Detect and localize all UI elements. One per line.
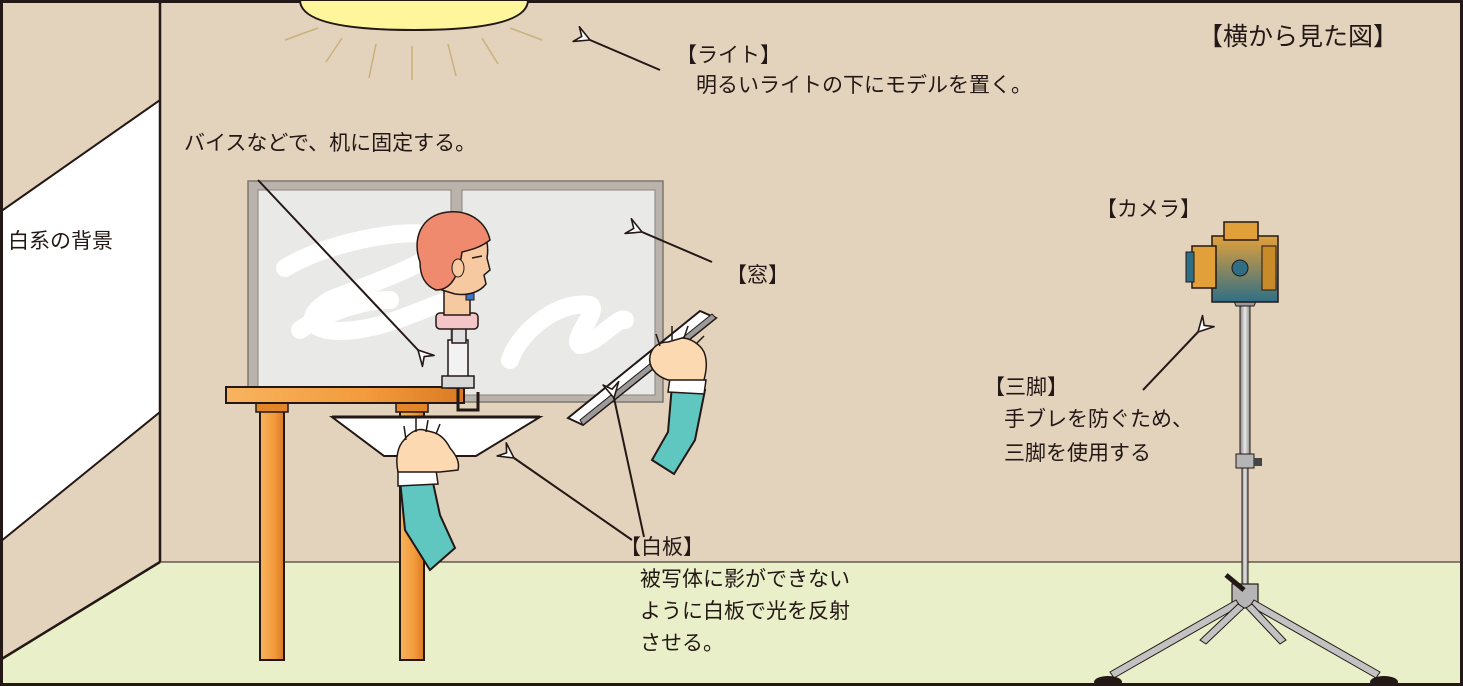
reflector-note-line1: 被写体に影ができない [640,567,850,591]
hand-icon [648,325,708,476]
tripod-heading: 【三脚】 [984,375,1068,399]
reflector-note-line3: させる。 [640,631,724,655]
light-note: 明るいライトの下にモデルを置く。 [696,73,1032,97]
vise-note: バイスなどで、机に固定する。 [184,131,477,155]
tripod-note-line1: 手ブレを防ぐため、 [1004,407,1193,431]
backdrop-label: 白系の背景 [8,229,113,253]
mannequin-head-icon [416,211,491,412]
arrow-icon [257,25,1215,541]
tripod-note-line2: 三脚を使用する [1004,441,1151,465]
camera-label: 【カメラ】 [1096,197,1201,221]
light-heading: 【ライト】 [676,43,781,67]
tripod-icon [1094,295,1398,686]
reflector-heading: 【白板】 [620,535,704,559]
hand-icon [396,418,460,572]
diagram-title: 【横から見た図】 [1198,22,1399,51]
lamp-icon [284,0,543,80]
window-label: 【窓】 [726,263,789,287]
camera-icon [1185,221,1279,303]
reflector-note-line2: ように白板で光を反射 [640,599,850,623]
floor [0,562,1463,686]
